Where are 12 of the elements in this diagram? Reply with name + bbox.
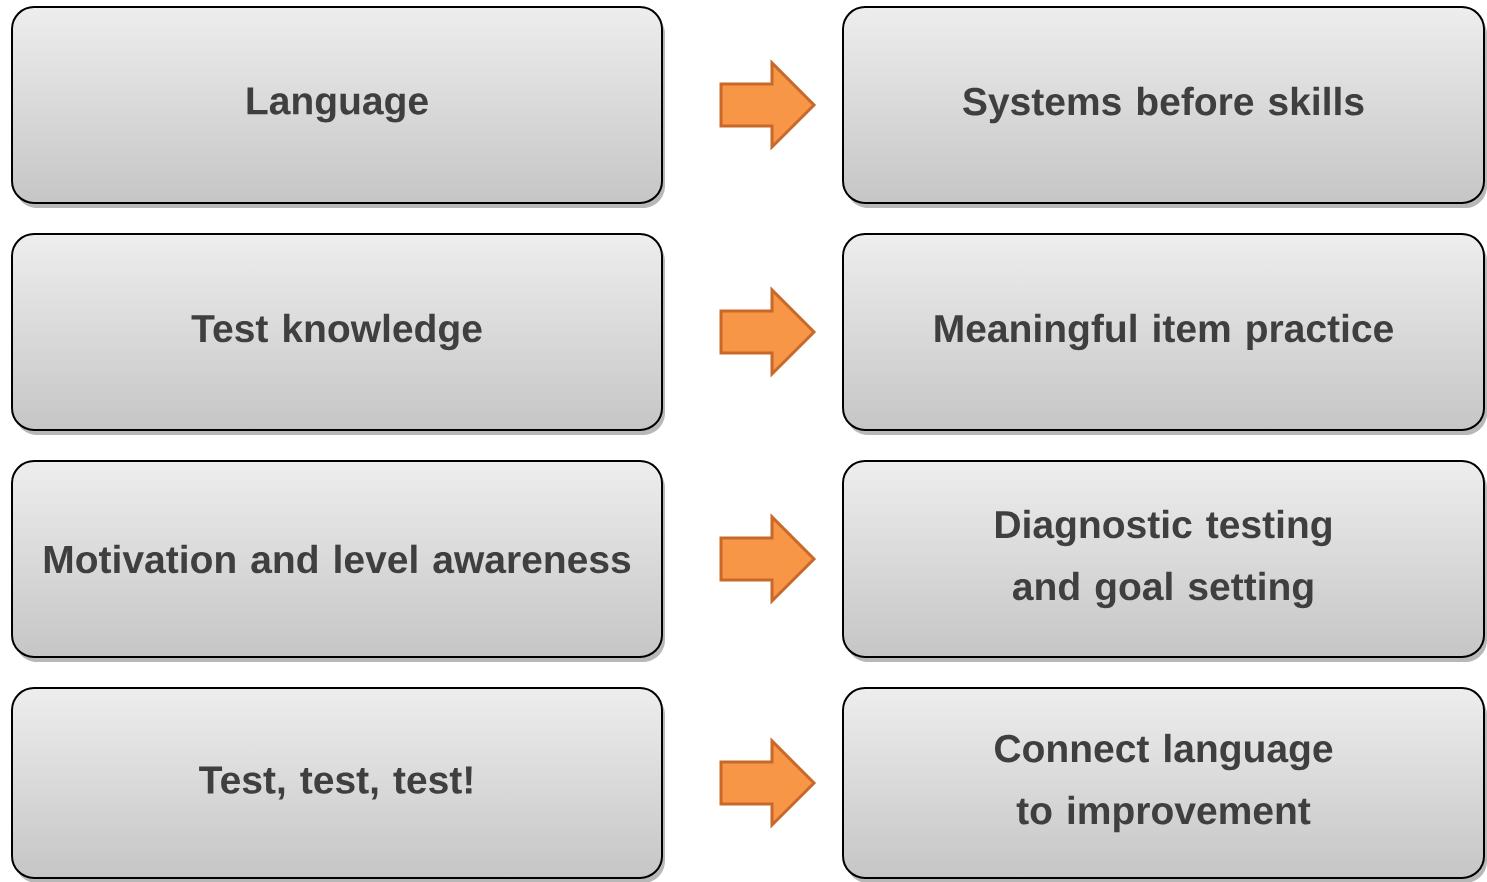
block-arrow bbox=[719, 737, 817, 829]
block-arrow bbox=[719, 513, 817, 605]
rounded-box: Meaningful item practice bbox=[842, 233, 1487, 435]
block-arrow bbox=[719, 59, 817, 151]
rounded-box: Language bbox=[11, 6, 665, 208]
rounded-box: Motivation and level awareness bbox=[11, 460, 665, 662]
rounded-box: Diagnostic testing and goal setting bbox=[842, 460, 1487, 662]
block-arrow bbox=[719, 286, 817, 378]
rounded-box: Connect language to improvement bbox=[842, 687, 1487, 882]
rounded-box: Test, test, test! bbox=[11, 687, 665, 882]
rounded-box: Test knowledge bbox=[11, 233, 665, 435]
rounded-box: Systems before skills bbox=[842, 6, 1487, 208]
